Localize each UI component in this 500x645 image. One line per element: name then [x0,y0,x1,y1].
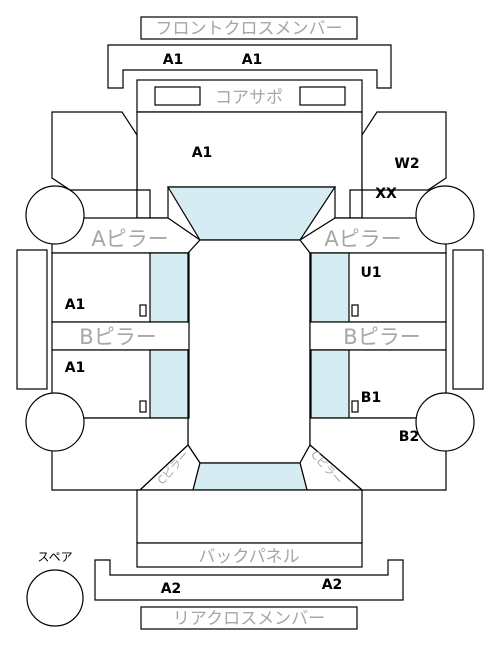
b-pillar-right[interactable]: Bピラー [309,321,447,351]
left-side-sill[interactable] [16,249,48,390]
front-door-right-window [310,252,350,323]
front-door-left-code: A1 [65,297,86,313]
front-cross-member[interactable]: フロントクロスメンバー [140,16,358,40]
rear-member-left-code: A2 [161,581,182,597]
front-left-wheel[interactable] [25,185,85,245]
rear-door-right-window [310,349,350,419]
a-pillar-left-label: Aピラー [91,227,168,251]
rear-door-right-handle[interactable] [351,400,359,413]
quarter-right-code: B2 [399,429,419,445]
rear-left-wheel[interactable] [25,392,85,452]
b-pillar-left[interactable]: Bピラー [51,321,190,351]
b-pillar-right-label: Bピラー [343,325,420,349]
hood-code: A1 [192,145,213,161]
spare-tire[interactable] [26,569,84,627]
front-member-bracket[interactable] [107,44,392,89]
front-cross-member-label: フロントクロスメンバー [156,19,343,39]
rear-cross-member-label: リアクロスメンバー [173,609,325,629]
fender-right-code-top: W2 [394,156,419,172]
front-right-wheel[interactable] [415,185,475,245]
back-panel-label: バックパネル [198,547,299,567]
rear-door-left-window [149,349,189,419]
front-member-right-code: A1 [242,52,263,68]
a-pillar-right-label: Aピラー [324,227,401,251]
windshield[interactable] [166,186,337,241]
front-door-right-handle[interactable] [351,304,359,317]
right-side-sill[interactable] [452,249,484,390]
rear-door-right-code: B1 [361,390,381,406]
front-door-right-code: U1 [360,265,381,281]
rear-cross-member[interactable]: リアクロスメンバー [140,606,358,630]
front-door-left-handle[interactable] [139,304,147,317]
core-support[interactable]: コアサポ [136,79,363,113]
roof[interactable] [187,239,311,464]
rear-door-left-code: A1 [65,360,86,376]
b-pillar-left-label: Bピラー [79,325,156,349]
rear-window[interactable] [192,462,308,491]
trunk[interactable] [136,489,363,544]
spare-label: スペア [37,550,72,564]
headlight-right [299,86,346,106]
rear-member-bracket[interactable] [94,559,404,601]
fender-right-code-bottom: XX [375,186,397,202]
core-support-label: コアサポ [215,88,283,108]
headlight-left [154,86,201,106]
front-member-left-code: A1 [163,52,184,68]
back-panel[interactable]: バックパネル [136,542,363,568]
rear-right-wheel[interactable] [415,392,475,452]
rear-door-left-handle[interactable] [139,400,147,413]
fender-right[interactable] [349,111,447,219]
front-door-left-window [149,252,189,323]
rear-member-right-code: A2 [322,577,343,593]
